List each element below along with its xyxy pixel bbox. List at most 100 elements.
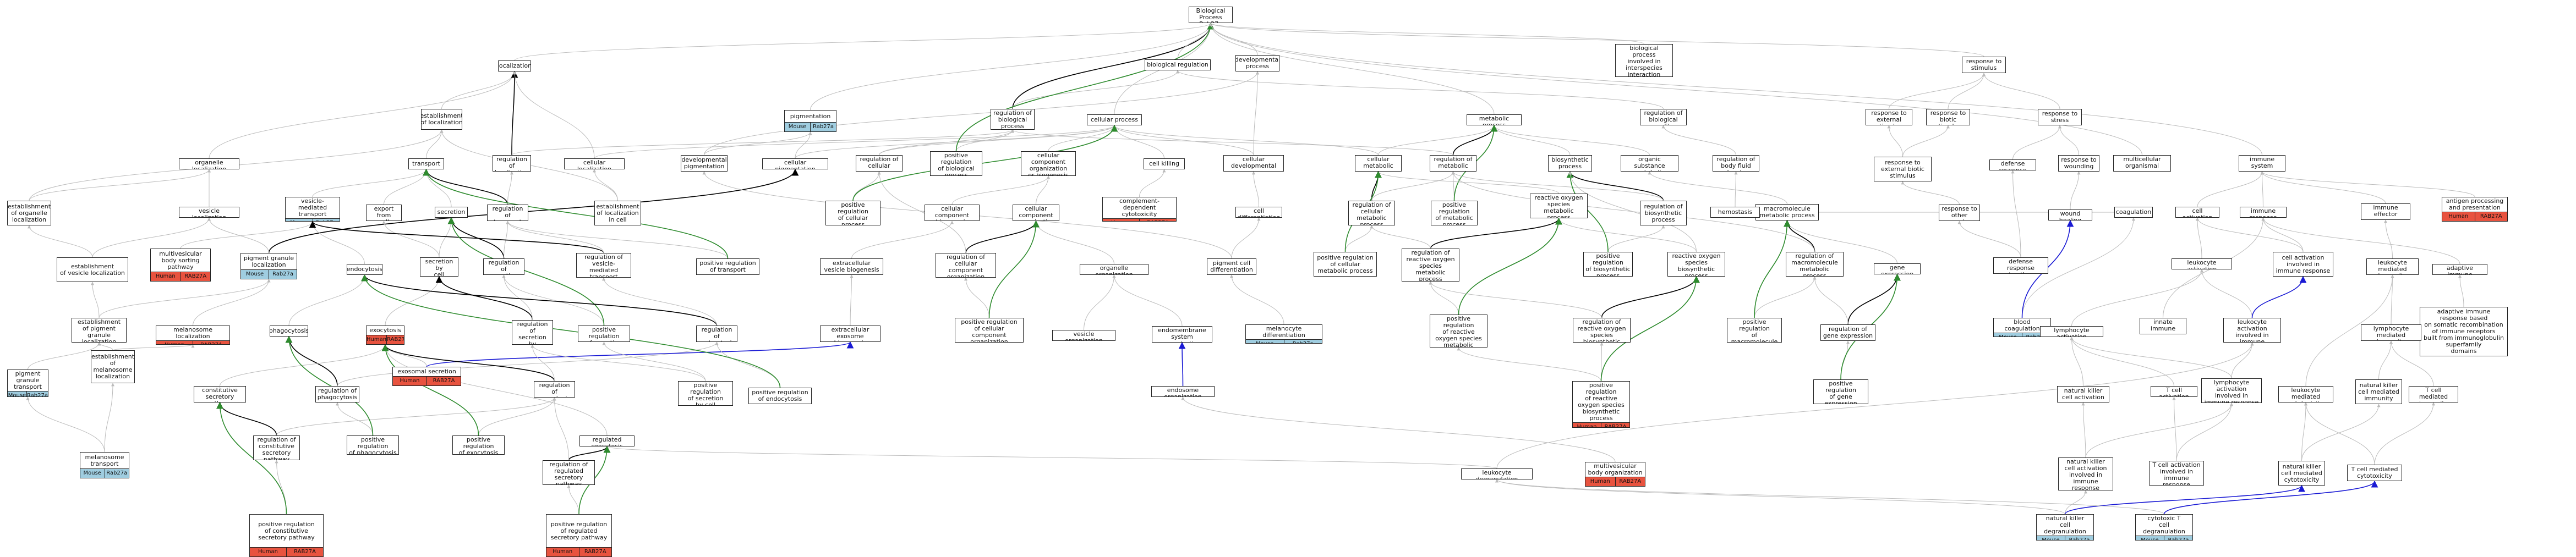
go-term-leukmedcyto[interactable]: leukocyte mediated cytotoxicity (2278, 386, 2333, 402)
go-term-defresporg[interactable]: defense response to other organism (1993, 257, 2048, 274)
go-term-posregcp[interactable]: positive regulation of cellular process (825, 201, 880, 225)
go-term-nkmedcyto[interactable]: natural killer cell mediated cytotoxicit… (2278, 461, 2325, 486)
go-term-lymphactimm[interactable]: lymphocyte activation involved in immune… (2201, 378, 2262, 403)
go-term-cellmet[interactable]: cellular metabolic process (1355, 155, 1402, 172)
go-term-estlocincell[interactable]: establishment of localization in cell (594, 201, 641, 225)
go-term-estpgl[interactable]: establishment of pigment granule localiz… (72, 318, 127, 343)
go-term-estvesloc[interactable]: establishment of vesicle localization (57, 257, 128, 282)
go-term-resextbiot[interactable]: response to external biotic stimulus (1874, 157, 1932, 181)
go-term-reggeneexp[interactable]: regulation of gene expression (1820, 324, 1875, 341)
go-term-posregregsec[interactable]: positive regulation of regulated secreto… (546, 514, 612, 557)
go-term-wound[interactable]: wound healing (2048, 209, 2092, 220)
go-term-estmelloc[interactable]: establishment of melanosome localization (91, 350, 135, 383)
go-term-endocytosis[interactable]: endocytosis (347, 264, 382, 275)
go-term-vesorg[interactable]: vesicle organization (1052, 330, 1115, 341)
go-term-posregphago[interactable]: positive regulation of phagocytosisHuman… (347, 435, 399, 455)
go-term-regros[interactable]: regulation of reactive oxygen species me… (1402, 249, 1459, 282)
go-term-innate[interactable]: innate immune response (2140, 318, 2186, 334)
go-term-orgorg[interactable]: organelle organization (1080, 264, 1148, 275)
go-term-leukmedimm[interactable]: leukocyte mediated immunity (2366, 258, 2419, 275)
go-term-tcellmedcyto[interactable]: T cell mediated cytotoxicity (2347, 465, 2402, 481)
go-term-bpio[interactable]: biological process involved in interspec… (1615, 44, 1673, 77)
go-term-regvmt[interactable]: regulation of vesicle-mediated transport (576, 253, 631, 278)
go-term-nkactimm[interactable]: natural killer cell activation involved … (2058, 457, 2113, 490)
go-term-melanocyte[interactable]: melanocyte differentiationMouseRab27a (1245, 324, 1322, 344)
go-term-orgloc[interactable]: organelle localization (179, 158, 239, 169)
go-term-coag[interactable]: coagulation (2114, 207, 2153, 218)
go-term-osmet[interactable]: organic substance metabolic process (1621, 155, 1678, 172)
go-term-regmacromet[interactable]: regulation of macromolecule metabolic pr… (1786, 252, 1844, 277)
go-term-regcp[interactable]: regulation of cellular process (856, 155, 903, 172)
go-term-posregsecbycell[interactable]: positive regulation of secretion by cell (678, 381, 733, 406)
go-term-leukact[interactable]: leukocyte activation (2172, 258, 2232, 269)
go-term-reswound[interactable]: response to wounding (2058, 155, 2099, 172)
go-term-resorg[interactable]: response to other organism (1939, 205, 1980, 221)
go-term-leukdegran[interactable]: leukocyte degranulation (1461, 468, 1533, 479)
go-term-endoorg[interactable]: endosome organization (1151, 386, 1215, 397)
go-term-resbiot[interactable]: response to biotic stimulus (1926, 109, 1970, 125)
go-term-devpig[interactable]: developmental pigmentation (681, 155, 728, 172)
go-term-regbfl[interactable]: regulation of body fluid levels (1713, 155, 1759, 172)
go-term-tcellact[interactable]: T cell activation (2151, 386, 2197, 397)
go-term-secbycell[interactable]: secretion by cell (420, 257, 458, 277)
go-term-nkmedimm[interactable]: natural killer cell mediated immunity (2355, 379, 2402, 404)
go-term-tcellmedimm[interactable]: T cell mediated immunity (2409, 386, 2458, 402)
go-term-posregmacromet[interactable]: positive regulation of macromolecule met… (1727, 318, 1782, 343)
go-term-cellact[interactable]: cell activation (2175, 207, 2219, 218)
go-term-secretion[interactable]: secretion (435, 207, 468, 218)
go-term-regbp[interactable]: regulation of biological process (991, 109, 1035, 130)
go-term-export[interactable]: export from cell (366, 205, 402, 221)
go-term-celldev[interactable]: cellular developmental process (1223, 155, 1284, 172)
go-term-regexocytosis[interactable]: regulated exocytosis (579, 435, 635, 446)
go-term-regcellmet[interactable]: regulation of cellular metabolic process (1348, 201, 1395, 225)
go-term-pigcelldiff[interactable]: pigment cell differentiation (1207, 258, 1256, 275)
go-term-regccorg[interactable]: regulation of cellular component organiz… (936, 253, 996, 278)
go-term-constsec[interactable]: constitutive secretory pathway (194, 386, 246, 402)
go-term-posregmet[interactable]: positive regulation of metabolic process (1431, 201, 1478, 225)
go-term-dev[interactable]: developmental process (1235, 55, 1279, 71)
go-term-immeff[interactable]: immune effector process (2361, 203, 2410, 220)
go-term-tcellactimm[interactable]: T cell activation involved in immune res… (2149, 461, 2204, 486)
go-term-resstress[interactable]: response to stress (2038, 109, 2082, 125)
go-term-transport[interactable]: transport (408, 158, 444, 169)
go-term-posregexo[interactable]: positive regulation of exocytosisHumanRA… (452, 435, 505, 455)
go-term-geneexp[interactable]: gene expression (1874, 263, 1921, 274)
go-term-cellactimm[interactable]: cell activation involved in immune respo… (2273, 252, 2333, 277)
go-term-immsys[interactable]: immune system process (2239, 155, 2285, 172)
go-term-cco[interactable]: cellular component organization (1013, 205, 1059, 221)
go-term-melloc[interactable]: melanosome localizationHumanRAB27A (156, 326, 230, 345)
go-term-extravesbiog[interactable]: extracellular vesicle biogenesis (820, 258, 883, 275)
go-term-posregbp[interactable]: positive regulation of biological proces… (930, 151, 982, 176)
go-term-defresp[interactable]: defense response (1989, 159, 2036, 170)
go-term-compcyto[interactable]: complement-dependent cytotoxicityHumanRA… (1102, 197, 1177, 222)
go-term-regconstsec[interactable]: regulation of constitutive secretory pat… (253, 435, 300, 460)
go-term-estloc[interactable]: establishment of localization (421, 109, 462, 130)
go-term-regsecbycell[interactable]: regulation of secretion by cell (512, 320, 553, 345)
go-term-macromet[interactable]: macromolecule metabolic process (1755, 204, 1819, 220)
go-term-phago[interactable]: phagocytosis (270, 326, 308, 337)
go-term-estorgloc[interactable]: establishment of organelle localization (7, 201, 51, 225)
go-term-regexo[interactable]: regulation of exocytosis (534, 381, 575, 398)
go-term-posregsecretion[interactable]: positive regulation of secretion (578, 326, 630, 342)
go-term-lymphmedimm[interactable]: lymphocyte mediated immunity (2361, 324, 2421, 341)
go-term-adaptivesomatic[interactable]: adaptive immune response based on somati… (2420, 307, 2508, 356)
go-term-ccbiog[interactable]: cellular component biogenesis (925, 205, 980, 221)
go-term-hemostasis[interactable]: hemostasis (1710, 207, 1760, 218)
go-term-bp[interactable]: Biological Process Rab27a (1189, 7, 1233, 23)
go-term-immresp[interactable]: immune response (2240, 207, 2287, 218)
go-term-rosbiosyn[interactable]: reactive oxygen species biosynthetic pro… (1667, 252, 1725, 277)
go-term-multorg[interactable]: multicellular organismal process (2113, 155, 2171, 172)
go-term-posregbiosyn[interactable]: positive regulation of biosynthetic proc… (1583, 252, 1633, 277)
go-term-regbq[interactable]: regulation of biological quality (1640, 109, 1687, 125)
go-term-ccob[interactable]: cellular component organization or bioge… (1021, 151, 1076, 176)
go-term-regregsec[interactable]: regulation of regulated secretory pathwa… (543, 460, 595, 485)
go-term-celldiff[interactable]: cell differentiation (1235, 207, 1282, 218)
go-term-regbiosyn[interactable]: regulation of biosynthetic process (1640, 201, 1687, 225)
go-term-vesloc[interactable]: vesicle localization (179, 207, 239, 218)
